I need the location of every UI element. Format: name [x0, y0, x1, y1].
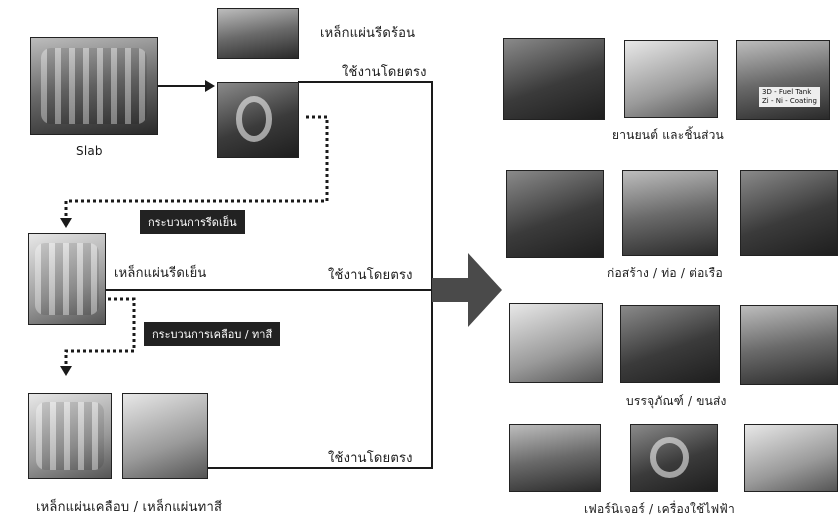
cold-rolled-label: เหล็กแผ่นรีดเย็น [114, 266, 207, 281]
car-photo [503, 38, 605, 120]
slab-photo [30, 37, 158, 135]
coating-process-label: กระบวนการเคลือบ / ทาสี [144, 322, 281, 346]
direct-use-label-3: ใช้งานโดยตรง [328, 451, 413, 466]
motor-photo [630, 424, 718, 492]
cold-rolled-coil-photo [28, 233, 106, 325]
furniture-photo [509, 424, 601, 492]
fuel-tank-photo: 3D - Fuel Tank Zi - Ni - Coating [736, 40, 830, 120]
direct-use-1-line [298, 81, 433, 290]
packaging-label: บรรจุภัณฑ์ / ขนส่ง [626, 394, 727, 408]
slab-label: Slab [76, 144, 103, 158]
wheels-photo [624, 40, 718, 118]
hot-rolled-coil-photo [217, 82, 299, 158]
automotive-label: ยานยนต์ และชิ้นส่วน [612, 128, 724, 142]
appliances-photo [744, 424, 838, 492]
ship-photo [740, 170, 838, 256]
slab-to-hot-arrowhead [205, 80, 215, 92]
big-right-arrow [432, 253, 502, 327]
building-photo [506, 170, 604, 258]
containers-photo [620, 305, 720, 383]
cold-rolling-process-label: กระบวนการรีดเย็น [140, 210, 245, 234]
furniture-appliances-label: เฟอร์นิเจอร์ / เครื่องใช้ไฟฟ้า [584, 502, 735, 516]
coated-sheet-label: เหล็กแผ่นเคลือบ / เหล็กแผ่นทาสี [36, 500, 223, 515]
hot-rolled-sheet-photo [217, 8, 299, 59]
pipes-photo [622, 170, 718, 256]
fuel-tank-caption: 3D - Fuel Tank Zi - Ni - Coating [759, 87, 820, 107]
direct-use-label-1: ใช้งานโดยตรง [342, 65, 427, 80]
cold-rolling-dotted-line [64, 115, 329, 218]
circuit-board-photo [740, 305, 838, 385]
coating-arrowhead [60, 366, 72, 376]
coating-dotted-line [64, 297, 136, 366]
coated-coil-photo [28, 393, 112, 479]
painted-sheet-photo [122, 393, 208, 479]
hot-rolled-label: เหล็กแผ่นรีดร้อน [320, 26, 416, 41]
cans-photo [509, 303, 603, 383]
construction-label: ก่อสร้าง / ท่อ / ต่อเรือ [607, 266, 723, 280]
direct-use-3-line [208, 290, 433, 469]
direct-use-label-2: ใช้งานโดยตรง [328, 268, 413, 283]
cold-rolling-arrowhead [60, 218, 72, 228]
